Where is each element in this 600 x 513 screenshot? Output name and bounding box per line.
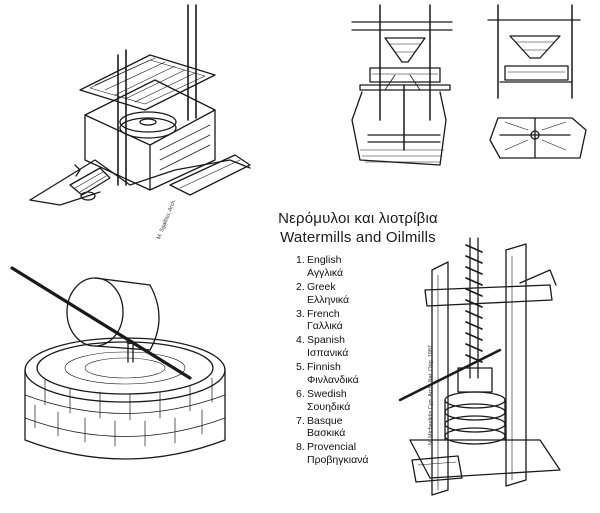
- language-greek-name: Ισπανικά: [307, 347, 349, 360]
- language-number: 3.: [296, 307, 305, 320]
- language-item-spanish[interactable]: 4.Spanish Ισπανικά: [296, 334, 369, 360]
- language-greek-name: Φινλανδικά: [307, 373, 359, 386]
- language-greek-name: Ελληνικά: [307, 293, 350, 306]
- language-english-name: Basque: [307, 414, 343, 427]
- title-greek: Νερόμυλοι και λιοτρίβια: [278, 210, 438, 227]
- language-number: 4.: [296, 334, 305, 347]
- language-english-name: Finnish: [307, 361, 341, 374]
- language-greek-name: Προβηγκιανά: [307, 454, 369, 467]
- language-number: 7.: [296, 414, 305, 427]
- watermill-section-drawing: [351, 4, 453, 166]
- language-english-name: Swedish: [307, 387, 347, 400]
- language-english-name: Spanish: [307, 334, 345, 347]
- language-english-name: French: [307, 307, 340, 320]
- watermill-front-drawing: [487, 4, 587, 159]
- language-item-greek[interactable]: 2.Greek Ελληνικά: [296, 281, 369, 307]
- language-english-name: English: [307, 254, 342, 266]
- language-english-name: Greek: [307, 280, 336, 293]
- title-english: Watermills and Oilmills: [280, 229, 436, 246]
- language-number: 6.: [296, 387, 305, 400]
- press-artist-credit: N. Michaelidis Cyp. Arch. Nat. Orig. 198…: [428, 345, 434, 445]
- language-item-provencial[interactable]: 8.Provencial Προβηγκιανά: [296, 441, 369, 467]
- language-item-basque[interactable]: 7.Basque Βασκικά: [296, 415, 369, 441]
- language-greek-name: Γαλλικά: [307, 320, 343, 333]
- language-number: 2.: [296, 280, 305, 293]
- watermill-perspective-drawing: [29, 4, 251, 206]
- language-item-finnish[interactable]: 5.Finnish Φινλανδικά: [296, 361, 369, 387]
- language-greek-name: Σουηδικά: [307, 400, 351, 413]
- language-item-swedish[interactable]: 6.Swedish Σουηδικά: [296, 388, 369, 414]
- language-number: 8.: [296, 441, 305, 454]
- language-number: 1.: [296, 254, 305, 266]
- language-list: 1.English Αγγλικά 2.Greek Ελληνικά 3.Fre…: [296, 254, 369, 468]
- language-english-name: Provencial: [307, 441, 357, 454]
- olive-crusher-drawing: [10, 266, 226, 460]
- screw-press-drawing: [398, 237, 561, 496]
- language-item-french[interactable]: 3.French Γαλλικά: [296, 308, 369, 334]
- language-number: 5.: [296, 361, 305, 374]
- language-greek-name: Αγγλικά: [307, 266, 344, 279]
- language-greek-name: Βασκικά: [307, 427, 346, 440]
- language-item-english[interactable]: 1.English Αγγλικά: [296, 254, 369, 280]
